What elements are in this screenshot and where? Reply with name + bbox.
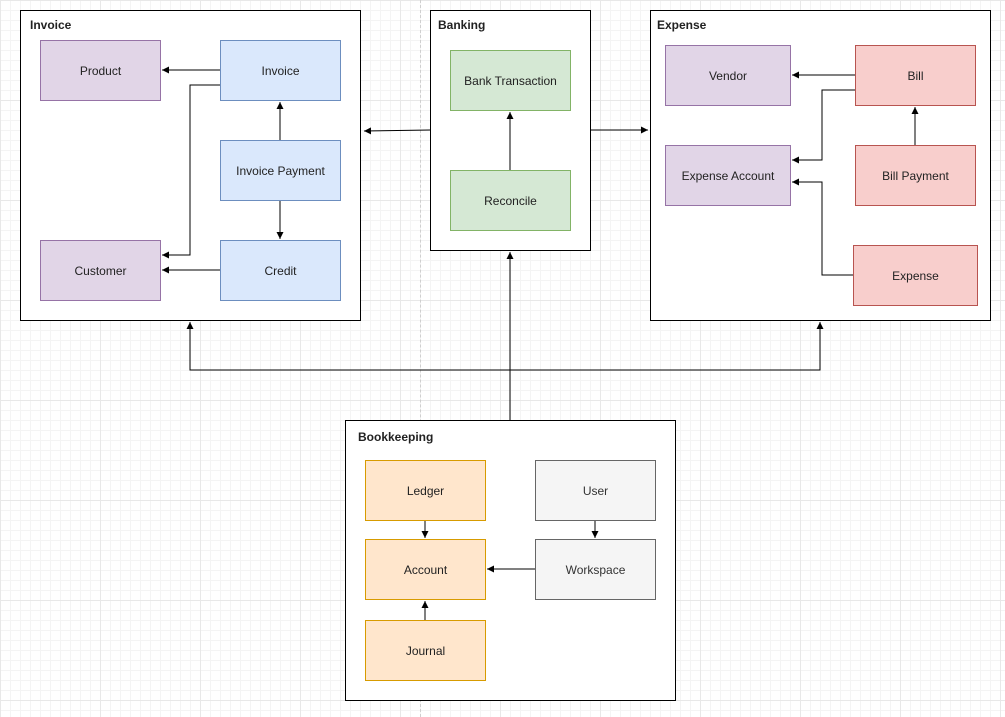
customer-node[interactable]: Customer [40, 240, 161, 301]
product-node[interactable]: Product [40, 40, 161, 101]
journal-node[interactable]: Journal [365, 620, 486, 681]
workspace-node[interactable]: Workspace [535, 539, 656, 600]
bank-transaction-node[interactable]: Bank Transaction [450, 50, 571, 111]
ledger-node[interactable]: Ledger [365, 460, 486, 521]
invoice-node[interactable]: Invoice [220, 40, 341, 101]
expense-container-title: Expense [657, 18, 707, 32]
user-node[interactable]: User [535, 460, 656, 521]
invoice-container-title: Invoice [30, 18, 72, 32]
bill-node[interactable]: Bill [855, 45, 976, 106]
edge-bookkeeping-to-expense [510, 322, 824, 371]
expense-account-node[interactable]: Expense Account [665, 145, 791, 206]
edge-bookkeeping-to-invoice [186, 322, 510, 371]
account-node[interactable]: Account [365, 539, 486, 600]
invoice-payment-node[interactable]: Invoice Payment [220, 140, 341, 201]
vendor-node[interactable]: Vendor [665, 45, 791, 106]
credit-node[interactable]: Credit [220, 240, 341, 301]
bookkeeping-container-title: Bookkeeping [358, 430, 434, 444]
bill-payment-node[interactable]: Bill Payment [855, 145, 976, 206]
reconcile-node[interactable]: Reconcile [450, 170, 571, 231]
banking-container-title: Banking [438, 18, 486, 32]
expense-node[interactable]: Expense [853, 245, 978, 306]
